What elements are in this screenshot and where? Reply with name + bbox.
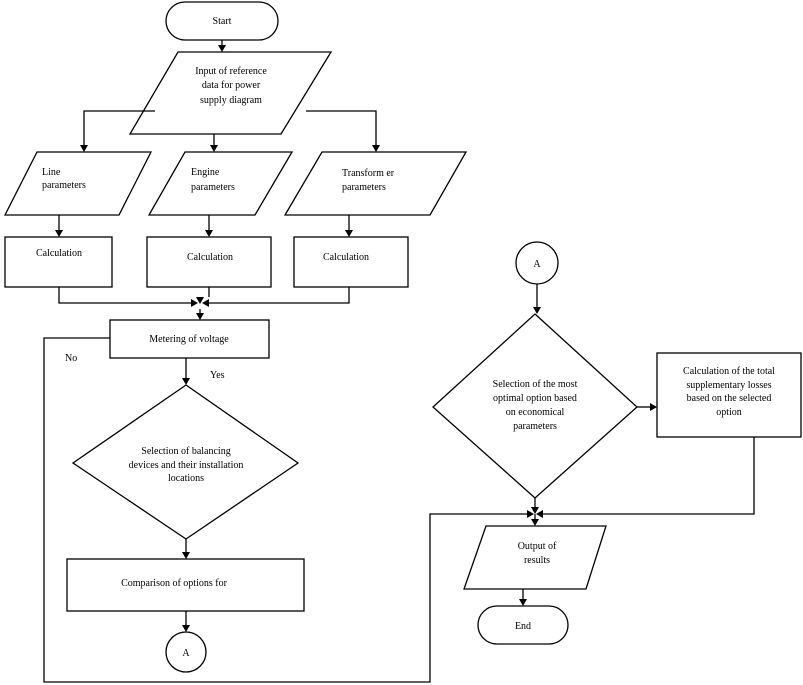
- output-parallelogram: [463, 525, 607, 590]
- arrowhead: [533, 307, 541, 314]
- arrowhead: [55, 230, 63, 237]
- connector-input-branches: [83, 110, 377, 146]
- engine-parameters-parallelogram: [147, 151, 294, 216]
- arrowhead: [191, 299, 198, 307]
- arrowhead: [345, 230, 353, 237]
- input-data-parallelogram: [128, 51, 333, 135]
- balancing-label-2: devices and their installation: [129, 460, 244, 471]
- optimal-label-4: parameters: [513, 421, 557, 432]
- balancing-label-1: Selection of balancing: [141, 446, 230, 457]
- metering-voltage-box: [109, 319, 270, 359]
- input-label-line2: data for power: [202, 80, 261, 91]
- metering-label: Metering of voltage: [149, 334, 229, 345]
- transformer-parameters-parallelogram: [283, 151, 468, 216]
- line-params-label-2: parameters: [42, 180, 86, 191]
- optimal-option-diamond: [432, 313, 638, 499]
- arrowhead: [531, 507, 539, 514]
- losses-label-3: based on the selected: [687, 393, 772, 404]
- connector-a-top-label: A: [533, 259, 541, 270]
- engine-params-label-1: Engine: [191, 167, 220, 178]
- transformer-params-label-2: parameters: [342, 182, 386, 193]
- arrowhead: [182, 552, 190, 559]
- calculation-label-3: Calculation: [323, 252, 369, 263]
- output-label-1: Output of: [518, 541, 557, 552]
- arrowhead: [210, 145, 218, 152]
- arrowhead: [372, 145, 380, 152]
- start-label: Start: [213, 16, 232, 27]
- calculation-box-1: [4, 236, 113, 288]
- arrowhead: [205, 230, 213, 237]
- no-label: No: [65, 353, 77, 364]
- arrowhead: [536, 510, 543, 518]
- calculation-label-1: Calculation: [36, 248, 82, 259]
- calculation-label-2: Calculation: [187, 252, 233, 263]
- balancing-label-3: locations: [168, 473, 204, 484]
- losses-label-1: Calculation of the total: [683, 366, 775, 377]
- arrowhead: [196, 297, 204, 304]
- losses-label-2: supplementary losses: [686, 380, 771, 391]
- line-params-label-1: Line: [42, 167, 61, 178]
- connector-params-calcs: [58, 215, 350, 231]
- input-label-line1: Input of reference: [195, 66, 267, 77]
- transformer-params-label-1: Transform er: [342, 168, 395, 179]
- engine-params-label-2: parameters: [191, 182, 235, 193]
- connector-no-loop: [43, 337, 528, 683]
- arrowhead: [80, 145, 88, 152]
- calculation-box-2: [146, 236, 272, 288]
- optimal-label-2: optimal option based: [493, 393, 577, 404]
- connector-losses-merge: [542, 437, 755, 515]
- arrowhead: [519, 599, 527, 606]
- arrowhead: [531, 519, 539, 526]
- line-parameters-parallelogram: [3, 151, 153, 216]
- comparison-label: Comparison of options for: [121, 578, 227, 589]
- input-label-line3: supply diagram: [200, 95, 262, 106]
- arrowhead: [182, 378, 190, 385]
- arrowhead: [202, 299, 209, 307]
- connector-a-bottom-label: A: [182, 648, 190, 659]
- arrowhead: [527, 510, 534, 518]
- losses-calculation-box: [656, 352, 802, 438]
- arrowhead: [650, 403, 657, 411]
- optimal-label-1: Selection of the most: [493, 379, 578, 390]
- calculation-box-3: [293, 236, 409, 288]
- arrowhead: [218, 45, 226, 52]
- arrowhead: [182, 625, 190, 632]
- arrowhead: [196, 313, 204, 320]
- optimal-label-3: on economical: [506, 407, 565, 418]
- connector-calcs-merge: [58, 287, 350, 314]
- end-label: End: [515, 621, 531, 632]
- output-label-2: results: [524, 555, 550, 566]
- yes-label: Yes: [210, 370, 225, 381]
- losses-label-4: option: [716, 407, 742, 418]
